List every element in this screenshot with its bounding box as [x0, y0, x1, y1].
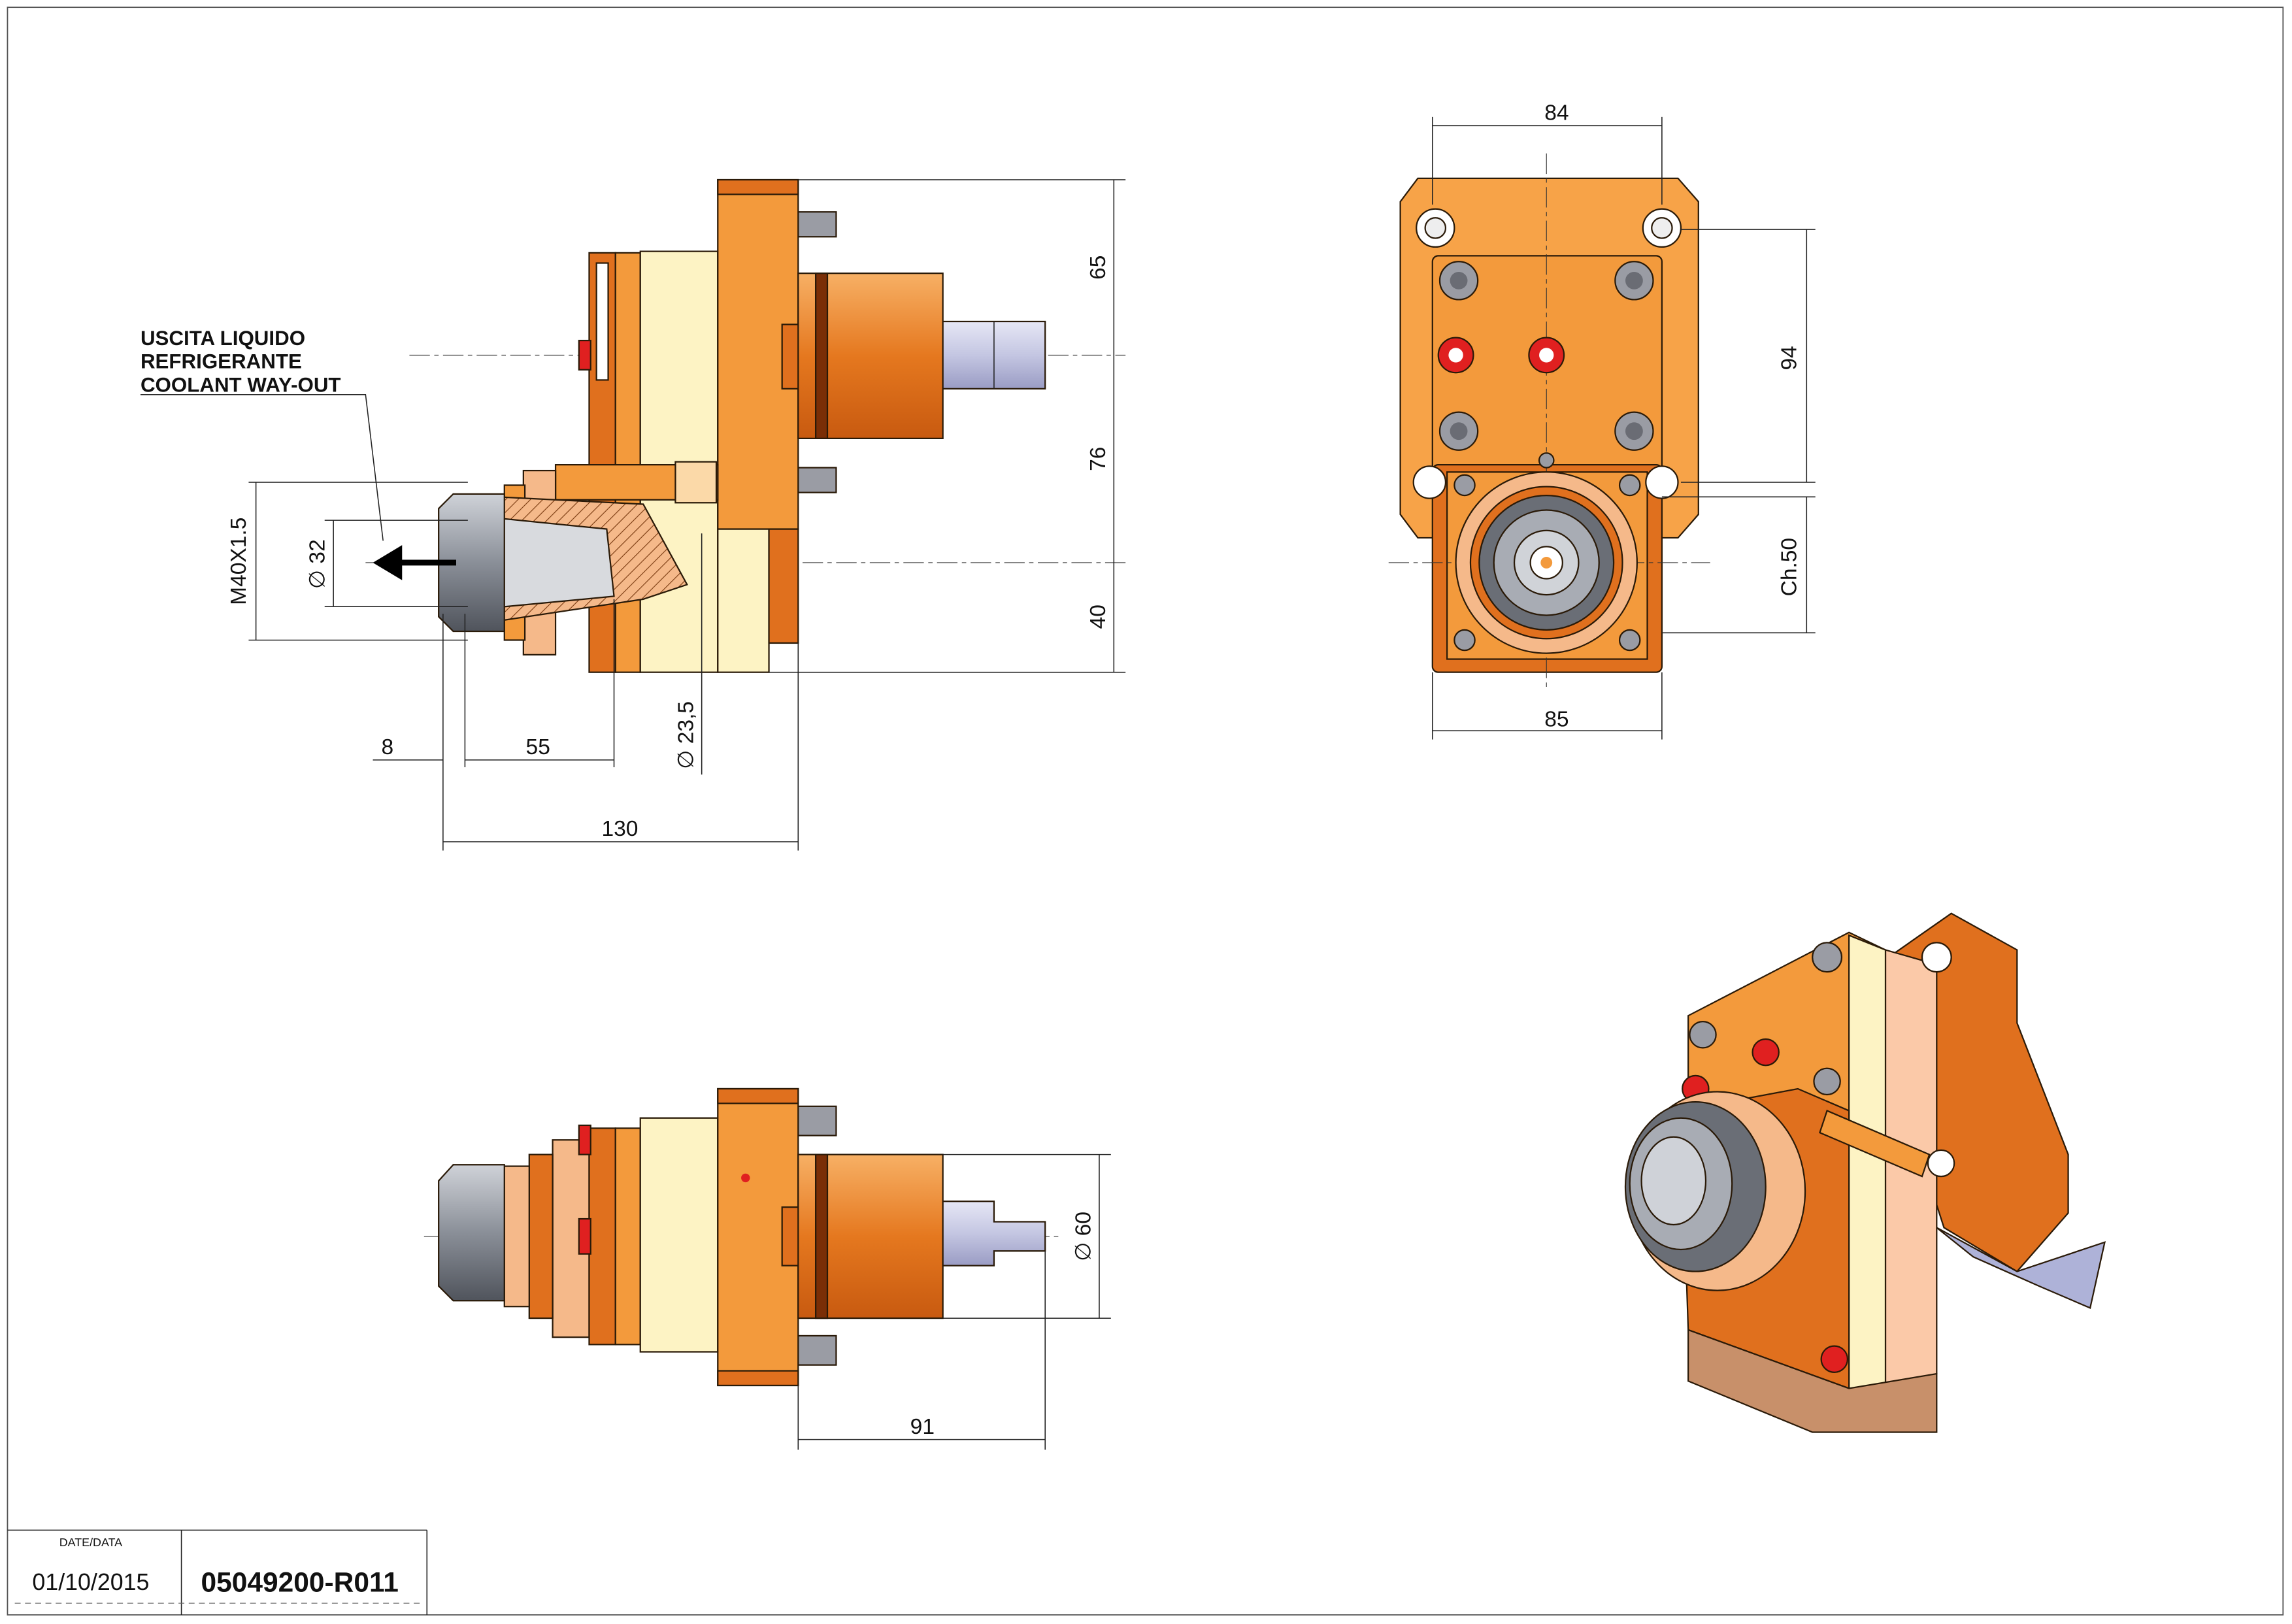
dim-55: 55	[526, 735, 550, 759]
coolant-note-line1: USCITA LIQUIDO	[141, 327, 305, 350]
side-view	[140, 178, 1126, 673]
dim-91: 91	[910, 1415, 935, 1439]
dim-dia-60: ∅ 60	[1072, 1212, 1096, 1261]
dim-8: 8	[382, 735, 394, 759]
sheet-border	[7, 7, 2284, 1616]
top-view-dimensions	[797, 1153, 1111, 1450]
front-view-dimensions	[1432, 116, 1816, 740]
drawing-date: 01/10/2015	[32, 1569, 149, 1595]
front-view	[1388, 153, 1710, 688]
dim-85: 85	[1544, 707, 1569, 731]
coolant-note-line2: REFRIGERANTE	[141, 350, 302, 373]
dim-ch50: Ch.50	[1778, 538, 1802, 596]
dim-dia-23-5: ∅ 23,5	[674, 701, 698, 769]
title-block	[7, 1529, 428, 1616]
dim-40: 40	[1086, 605, 1110, 629]
side-view-dimensions	[248, 179, 1126, 851]
hex-bolt-icons	[1412, 208, 1682, 652]
date-label: DATE/DATA	[59, 1536, 122, 1549]
dim-130: 130	[601, 817, 638, 841]
dim-76: 76	[1086, 447, 1110, 471]
top-view	[424, 1087, 1060, 1387]
dim-65: 65	[1086, 256, 1110, 280]
dim-94: 94	[1778, 346, 1802, 370]
dim-dia-32: ∅ 32	[306, 539, 330, 589]
drawing-code: 05049200-R011	[201, 1567, 399, 1598]
isometric-view	[1624, 912, 2106, 1433]
coolant-note-line3: COOLANT WAY-OUT	[141, 373, 341, 396]
dim-thread-m40: M40X1.5	[227, 518, 251, 605]
dim-84: 84	[1544, 101, 1569, 125]
